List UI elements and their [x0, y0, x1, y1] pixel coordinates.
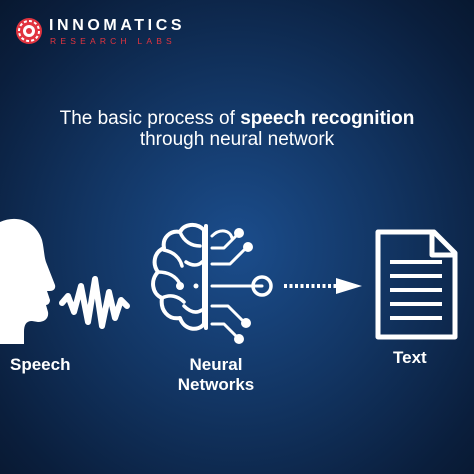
circuit-nodes [176, 228, 273, 344]
document-icon [375, 229, 458, 340]
brand-subtitle: RESEARCH LABS [50, 36, 176, 46]
neural-networks-label-line-2: Networks [177, 375, 255, 394]
brand-logo: INNOMATICS RESEARCH LABS [14, 16, 189, 46]
title-line-2: through neural network [139, 129, 335, 150]
neural-networks-label-line-1: Neural [189, 355, 243, 374]
speaking-head-icon [0, 218, 56, 344]
dotted-arrow-icon [284, 278, 362, 294]
gear-logo-icon [16, 18, 42, 44]
brand-name: INNOMATICS [49, 17, 186, 34]
neural-networks-label: Neural Networks [162, 355, 270, 395]
title-line-1: The basic process of speech recognition [0, 108, 474, 129]
text-label: Text [393, 348, 427, 367]
speech-label: Speech [10, 355, 71, 374]
title-prefix: The basic process of [59, 108, 241, 129]
sound-wave-icon [59, 276, 130, 329]
title-bold: speech recognition [240, 108, 415, 129]
page-title: The basic process of speech recognition … [0, 108, 474, 150]
brain-circuit-icon [151, 223, 264, 338]
